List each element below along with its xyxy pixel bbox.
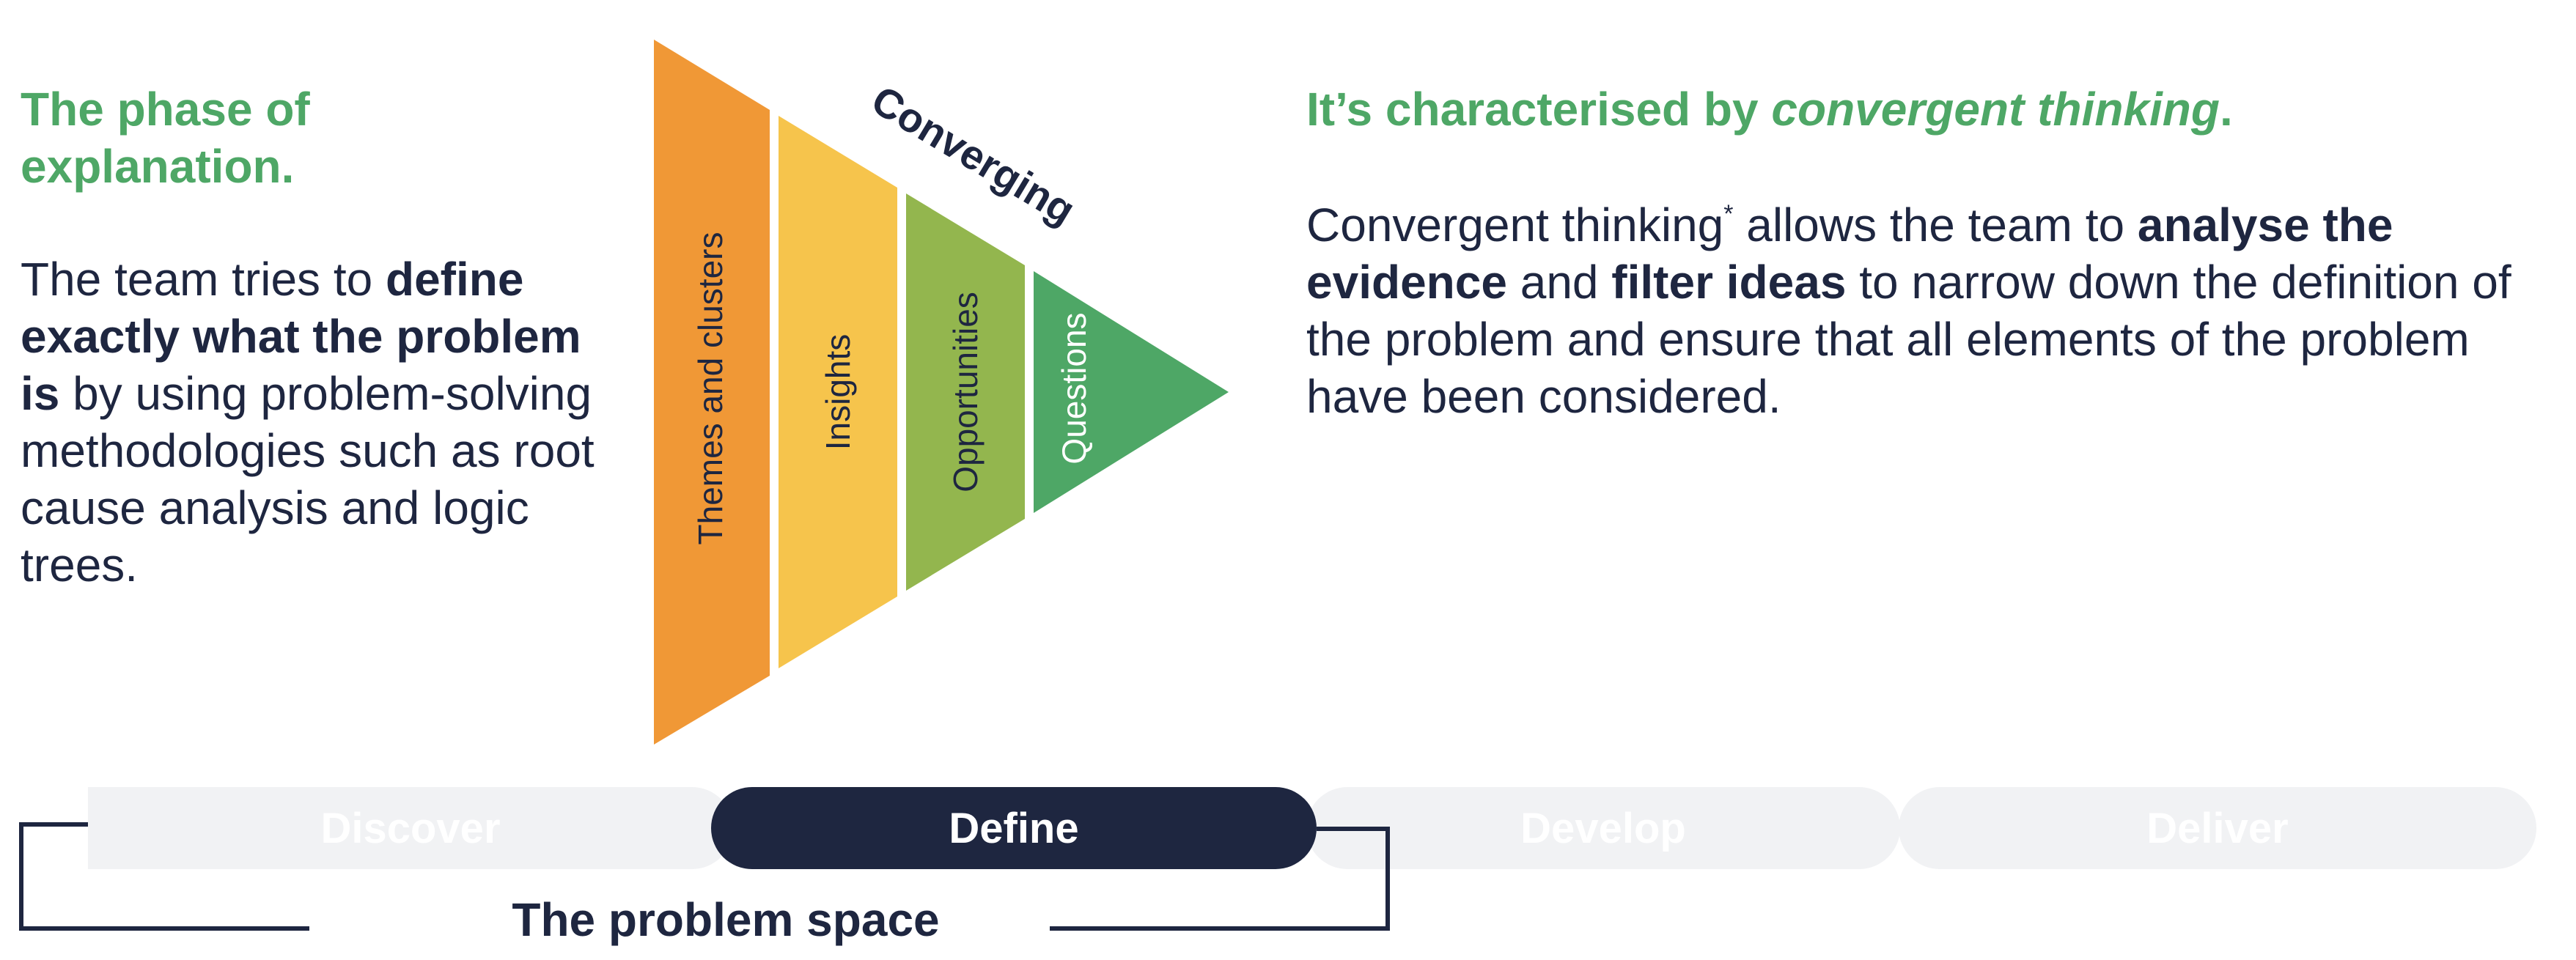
text-run: analyse the evidence: [1306, 199, 2393, 309]
phase-deliver: Deliver: [1899, 787, 2536, 869]
thinking-description: Convergent thinking* allows the team to …: [1306, 196, 2567, 425]
text-run: define exactly what the problem is: [21, 253, 581, 420]
bracket-right-bottom: [1050, 926, 1390, 931]
text-run: It’s characterised by: [1306, 83, 1772, 136]
bracket-right-vertical: [1385, 827, 1390, 931]
bracket-left-top: [19, 822, 88, 827]
funnel-segment-opportunities: [906, 193, 1025, 591]
segment-label-themes: Themes and clusters: [691, 232, 729, 545]
phase-define-active: Define: [711, 787, 1317, 869]
phase-description: The team tries to define exactly what th…: [21, 251, 600, 594]
bracket-left-bottom: [19, 926, 309, 931]
bracket-right-top: [1317, 827, 1390, 831]
bracket-left-vertical: [19, 822, 23, 931]
segment-label-insights: Insights: [819, 334, 857, 451]
text-run: convergent thinking: [1771, 83, 2220, 136]
text-run: allows the team to: [1733, 199, 2138, 251]
text-run: .: [2219, 83, 2233, 136]
text-run: *: [1723, 199, 1734, 228]
problem-space-label: The problem space: [512, 893, 940, 946]
thinking-heading: It’s characterised by convergent thinkin…: [1306, 81, 2553, 138]
text-run: by using problem-solving methodologies s…: [21, 367, 595, 591]
phase-discover: Discover: [88, 787, 733, 869]
text-run: to narrow down the definition of the pro…: [1306, 256, 2511, 423]
funnel-segment-insights: [779, 116, 897, 668]
funnel-segment-themes: [654, 40, 770, 745]
text-run: The team tries to: [21, 253, 386, 306]
segment-label-questions: Questions: [1055, 312, 1093, 464]
text-run: filter ideas: [1611, 256, 1847, 309]
text-run: and: [1506, 256, 1612, 309]
phase-heading: The phase of explanation.: [21, 83, 310, 193]
funnel-segment-questions: [1034, 271, 1229, 513]
phase-develop: Develop: [1306, 787, 1900, 869]
segment-label-opportunities: Opportunities: [946, 292, 985, 492]
text-run: Convergent thinking: [1306, 199, 1724, 251]
